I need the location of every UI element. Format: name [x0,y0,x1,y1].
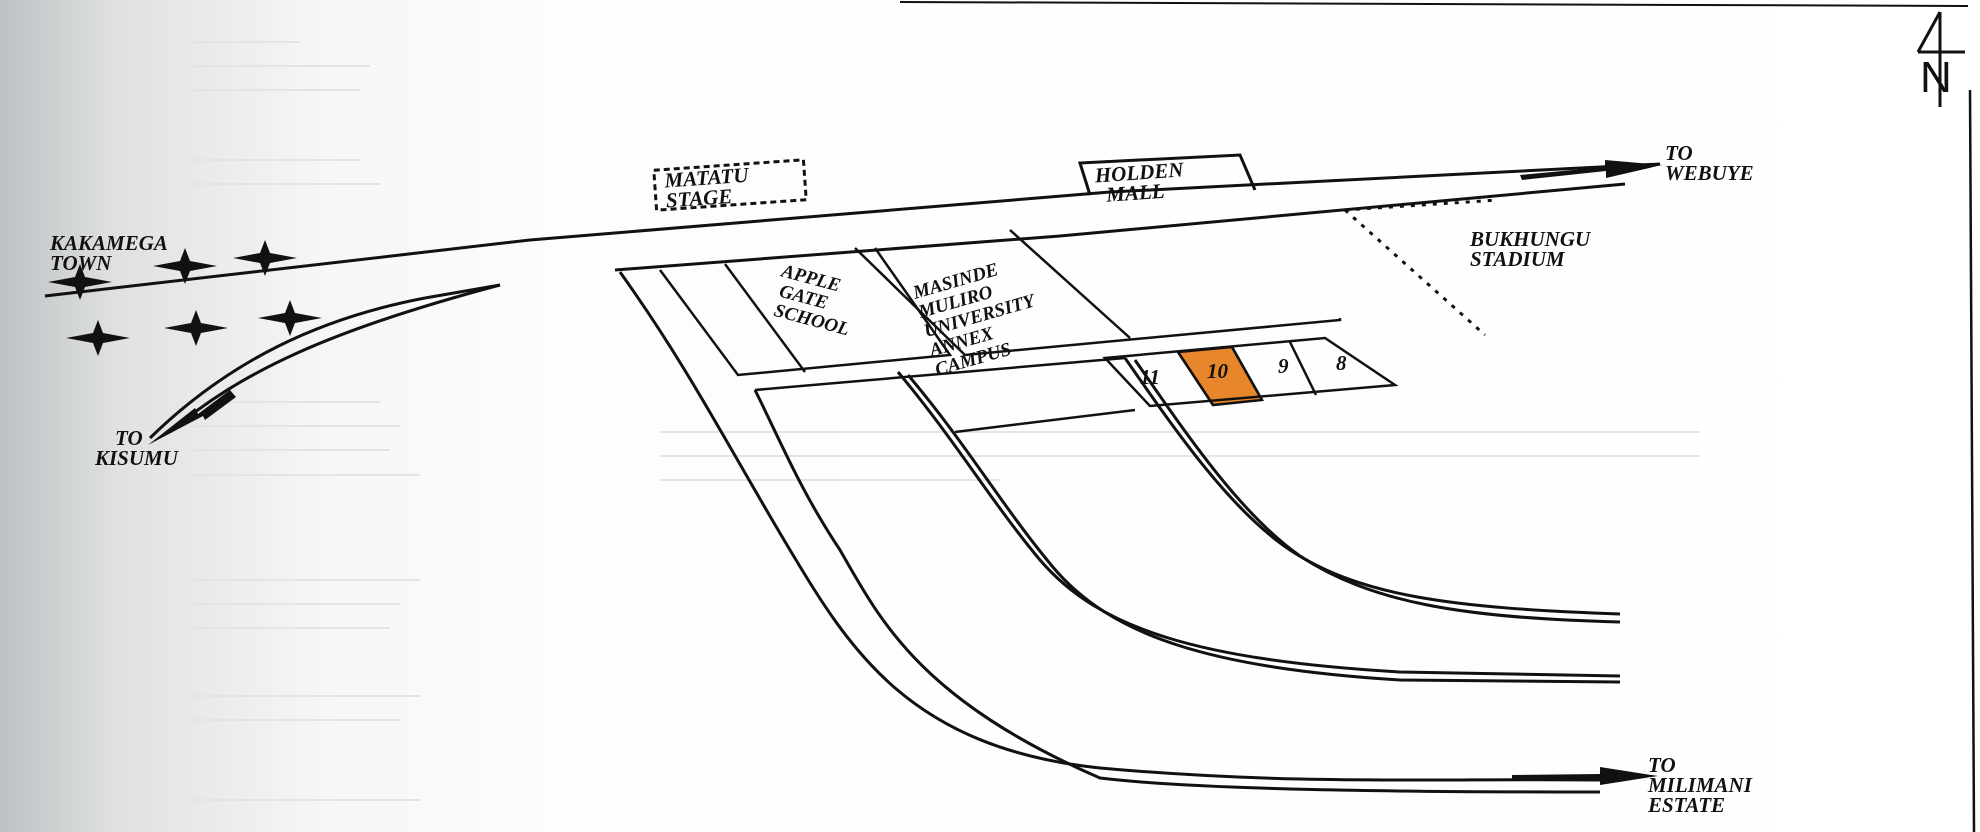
svg-text:TO: TO [1648,753,1676,777]
map-frame-right [1968,89,1976,832]
svg-text:TOWN: TOWN [50,251,112,275]
label-masinde-muliro: MASINDE MULIRO UNIVERSITY ANNEX CAMPUS [910,259,1040,380]
label-holden-mall: HOLDEN MALL [1093,157,1185,207]
label-kakamega-town: KAKAMEGA TOWN [49,231,168,275]
north-arrow-icon: N [1916,11,1965,107]
masinde-campus-boundary [1009,229,1131,339]
north-symbol: N [1920,53,1952,102]
svg-text:TO: TO [1665,141,1693,165]
label-to-webuye: TO WEBUYE [1665,141,1754,185]
svg-text:KAKAMEGA: KAKAMEGA [49,231,168,255]
svg-text:ESTATE: ESTATE [1647,793,1725,817]
svg-text:MILIMANI: MILIMANI [1647,773,1753,797]
plot-9-label: 9 [1278,354,1289,378]
star-marker-icon [258,300,322,336]
star-marker-icon [164,310,228,346]
apple-gate-school-boundary [723,263,807,373]
service-road-inner [954,408,1136,434]
label-matatu-stage: MATATU STAGE [663,163,751,213]
label-to-kisumu: TO KISUMU [94,426,180,470]
plot-divider [1230,346,1264,401]
svg-text:WEBUYE: WEBUYE [1665,161,1754,185]
map-frame-top [899,1,1969,7]
svg-text:STAGE: STAGE [665,184,733,213]
plot-11-label: 11 [1140,365,1160,389]
svg-text:BUKHUNGU: BUKHUNGU [1469,227,1592,251]
town-markers [48,240,322,356]
plot-divider [1288,341,1318,396]
matatu-stage-box [652,158,808,212]
plot-divider [1176,351,1215,406]
star-marker-icon [233,240,297,276]
road-to-milimani [618,271,1658,794]
star-marker-icon [66,320,130,356]
plot-8-label: 8 [1336,351,1347,375]
plots-row: 11 10 9 8 [1102,336,1399,408]
star-marker-icon [48,264,112,300]
service-road-top [754,356,1126,392]
star-marker-icon [153,248,217,284]
label-bukhungu-stadium: BUKHUNGU STADIUM [1469,227,1592,271]
road-to-kisumu [148,283,501,445]
svg-text:KISUMU: KISUMU [94,446,180,470]
holden-mall-box [1077,153,1257,196]
svg-text:STADIUM: STADIUM [1470,247,1566,271]
apple-gate-school-block [658,247,953,377]
arrow-to-webuye-icon [1520,160,1662,180]
masinde-campus-block [854,247,1342,357]
svg-text:TO: TO [115,426,143,450]
stadium-boundary [1344,198,1499,337]
plot-10-label: 10 [1207,359,1229,383]
label-apple-gate-school: APPLE GATE SCHOOL [772,260,852,340]
label-to-milimani-estate: TO MILIMANI ESTATE [1647,753,1753,817]
svg-text:MALL: MALL [1104,179,1165,207]
